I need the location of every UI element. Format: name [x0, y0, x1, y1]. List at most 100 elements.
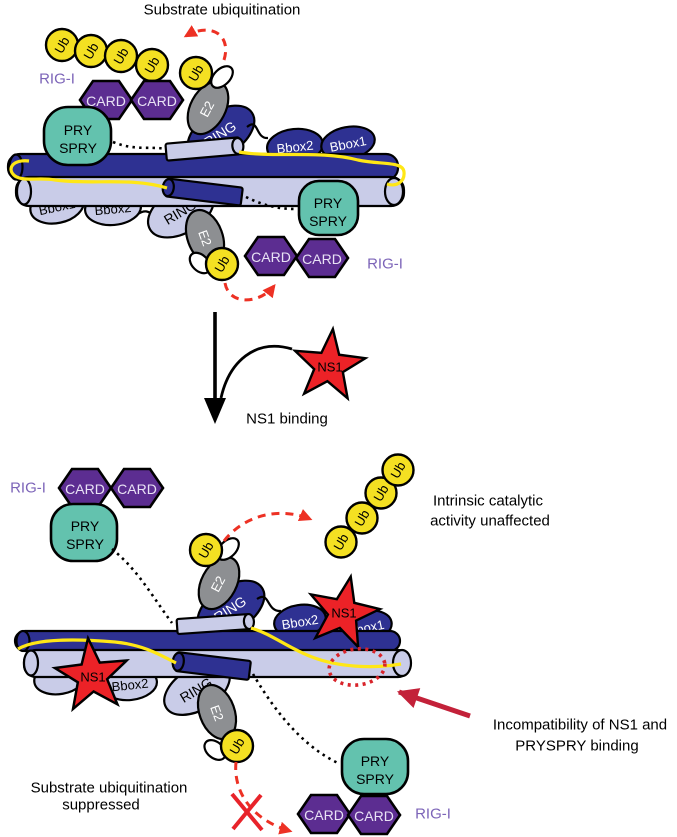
incompatibility-note-line1: Incompatibility of NS1 and: [493, 717, 667, 734]
coiled-coil-pale-cap-right: [391, 648, 413, 678]
short-helix-pale: [175, 612, 256, 636]
spry-label: SPRY: [356, 771, 395, 787]
spry-label: SPRY: [309, 213, 348, 229]
rig-i-label: RIG-I: [367, 256, 403, 273]
ns1-binding-label: NS1 binding: [246, 411, 328, 428]
pry-spry-domain: [340, 737, 410, 796]
ub-label: Ub: [110, 45, 131, 67]
tether-dotted-line: [245, 195, 297, 211]
card-label: CARD: [304, 807, 344, 823]
rig-i-label: RIG-I: [415, 806, 451, 823]
bbox1-label: Bbox1: [328, 133, 367, 155]
pry-label: PRY: [314, 195, 343, 211]
ub-circle: [178, 55, 214, 91]
card-label: CARD: [117, 481, 157, 497]
pry-label: PRY: [71, 518, 100, 534]
ns1-entry-curve: [219, 344, 293, 399]
ub-circle: [103, 38, 139, 74]
linker-squiggle: [256, 595, 282, 613]
ns1-label: NS1: [80, 670, 105, 685]
e2-ub-linker: [210, 65, 234, 89]
card-hexagon: [294, 237, 350, 279]
ub-circle: [324, 525, 358, 559]
ns1-label: NS1: [317, 360, 342, 375]
ub-label: Ub: [185, 62, 206, 84]
card-label: CARD: [302, 251, 342, 267]
card-hexagon: [296, 793, 352, 835]
card-hexagon: [243, 235, 299, 277]
ub-label: Ub: [141, 54, 162, 76]
e2-enzyme: [197, 555, 241, 611]
ub-circle: [204, 246, 240, 282]
pry-label: PRY: [64, 122, 93, 138]
pry-spry-domain: [297, 179, 360, 237]
card-label: CARD: [65, 481, 105, 497]
suppressed-note-line1: Substrate ubiquitination: [31, 780, 188, 797]
e2-label: E2: [197, 98, 218, 119]
tether-dotted-line: [111, 547, 174, 624]
rig-i-label: RIG-I: [10, 480, 46, 497]
substrate-strand: [17, 638, 177, 665]
coiled-coil-pale-cap-left: [22, 649, 40, 677]
ub-transfer-arrow: [183, 25, 228, 61]
top-panel: Substrate ubiquitination RING Bbox2 Bbox…: [6, 2, 406, 302]
intrinsic-note-line1: Intrinsic catalytic: [433, 493, 544, 510]
coiled-coil-pale-cap-left: [15, 177, 33, 206]
card-hexagon: [109, 467, 165, 509]
bbox2-label: Bbox2: [281, 612, 320, 633]
ub-circle: [219, 728, 255, 764]
bbox2-label: Bbox2: [276, 138, 314, 157]
linker-squiggle: [246, 123, 269, 140]
e2-label: E2: [207, 703, 227, 723]
ub-circle: [364, 476, 398, 510]
ub-circle: [381, 453, 415, 487]
card-label: CARD: [86, 93, 126, 109]
transition: NS1 NS1 binding: [204, 312, 369, 428]
rig-i-complex-lower: PRY SPRY CARD CARD RIG-I: [243, 179, 403, 279]
card-hexagon: [129, 79, 185, 121]
substrate-strand: [238, 150, 406, 187]
rig-i-label: RIG-I: [39, 71, 75, 88]
ub-label: Ub: [226, 735, 247, 757]
intrinsic-note-line2: activity unaffected: [430, 513, 550, 530]
ns1-star: [291, 325, 369, 402]
ub-label: Ub: [80, 40, 101, 62]
e2-label: E2: [195, 228, 215, 248]
pry-label: PRY: [361, 753, 390, 769]
ub-label: Ub: [351, 507, 372, 529]
bottom-panel: CARD CARD PRY SPRY RIG-I Ub Ub Ub Ub Int…: [10, 453, 667, 836]
ub-transfer-arrow: [223, 282, 276, 302]
ub-label: Ub: [387, 459, 408, 481]
card-label: CARD: [354, 808, 394, 824]
substrate-strand: [250, 626, 402, 669]
short-helix-pale: [164, 136, 245, 162]
ns1-label: NS1: [331, 606, 356, 621]
substrate-strand: [9, 159, 168, 190]
ns1-star: [307, 573, 384, 651]
incompatibility-note-line2: PRYSPRY binding: [515, 738, 638, 755]
short-helix-cap: [242, 612, 256, 631]
rig-i-complex-upper: CARD CARD PRY SPRY RIG-I: [39, 71, 185, 167]
ub-circle: [188, 532, 224, 568]
panel-title: Substrate ubiquitination: [144, 2, 301, 19]
rig-i-complex-released-upper: CARD CARD PRY SPRY RIG-I: [10, 467, 165, 563]
ub-label: Ub: [211, 253, 232, 275]
x-stroke: [231, 793, 263, 831]
ub-transfer-arrow-suppressed: [234, 761, 293, 835]
suppressed-note-line2: suppressed: [62, 797, 140, 814]
ub-label: Ub: [330, 531, 351, 553]
incompatibility-arrow: [397, 688, 471, 719]
short-helix-cap: [231, 136, 245, 156]
ns1-star: [51, 634, 131, 713]
ub-circle: [345, 501, 379, 535]
e2-label: E2: [208, 573, 229, 594]
ub-label: Ub: [370, 482, 391, 504]
ub-label: Ub: [51, 34, 72, 56]
spry-label: SPRY: [59, 140, 98, 156]
rig-i-complex-released-lower: PRY SPRY CARD CARD RIG-I: [296, 737, 451, 836]
bbox2-label: Bbox2: [111, 676, 149, 695]
x-mark-icon: [230, 792, 264, 832]
card-label: CARD: [251, 249, 291, 265]
